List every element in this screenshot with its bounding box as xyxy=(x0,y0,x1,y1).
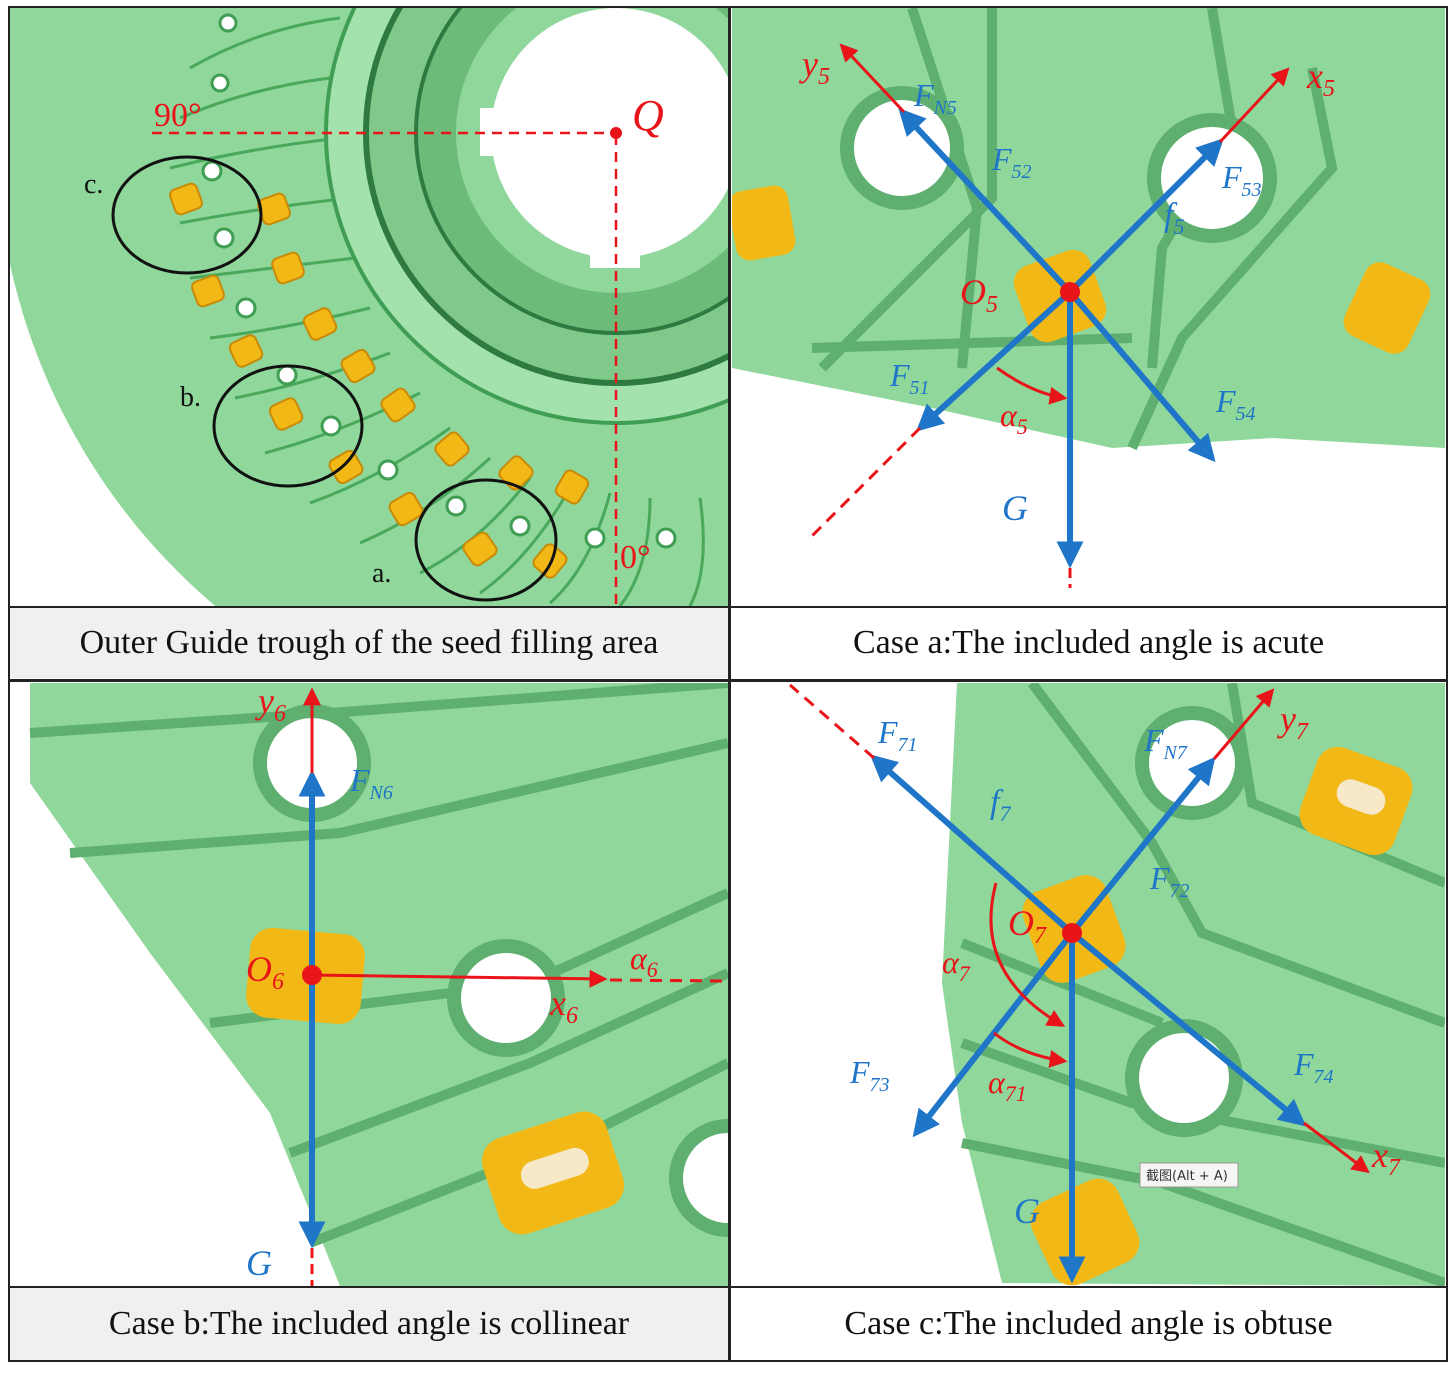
label-alpha71: α71 xyxy=(988,1064,1027,1106)
label-x5: x5 xyxy=(1306,56,1335,102)
label-x7: x7 xyxy=(1371,1135,1401,1181)
label-g: G xyxy=(246,1243,272,1283)
center-point-q xyxy=(610,127,622,139)
grid-divider-h3 xyxy=(8,1286,1448,1288)
force-arrows xyxy=(898,108,1224,569)
origin-point-o5 xyxy=(1060,282,1080,302)
label-f52: F52 xyxy=(991,141,1032,183)
label-f72: F72 xyxy=(1149,860,1190,902)
axis-y7 xyxy=(1212,688,1275,760)
circle-c xyxy=(111,155,263,275)
force-f71-arrow xyxy=(869,754,1074,936)
center-label-q: Q xyxy=(632,91,664,140)
label-f54: F54 xyxy=(1215,383,1256,425)
origin-point-o7 xyxy=(1062,923,1082,943)
seeds xyxy=(169,182,590,579)
label-fn5: FN5 xyxy=(913,77,957,119)
panel-case-a: y5 x5 FN5 F52 F53 f5 O5 F51 α5 F54 G xyxy=(732,8,1445,606)
label-f53: F53 xyxy=(1221,159,1262,201)
angle-arc-alpha5 xyxy=(996,366,1068,405)
angle-arc-alpha7 xyxy=(989,882,1066,1027)
label-alpha5: α5 xyxy=(1000,397,1028,439)
circle-a-label: a. xyxy=(372,558,391,589)
label-f74: F74 xyxy=(1293,1046,1334,1088)
label-y5: y5 xyxy=(799,44,830,90)
label-g: G xyxy=(1014,1191,1040,1231)
label-o7: O7 xyxy=(1008,903,1047,949)
force-f74-arrow xyxy=(1070,930,1307,1127)
reference-lines xyxy=(152,131,618,606)
screenshot-tooltip: 截图(Alt + A) xyxy=(1139,1162,1239,1188)
tooltip-text: 截图(Alt + A) xyxy=(1146,1169,1228,1184)
panel-case-b: y6 FN6 O6 x6 α6 G xyxy=(10,683,728,1286)
label-fn6: FN6 xyxy=(349,762,393,804)
highlight-circles xyxy=(111,155,558,602)
caption-case-c: Case c:The included angle is obtuse xyxy=(732,1288,1445,1360)
panel-overview: Q 90° 0° c. b. a. xyxy=(10,8,728,606)
caption-overview: Outer Guide trough of the seed filling a… xyxy=(10,608,728,678)
force-f51-arrow xyxy=(915,289,1073,432)
label-x6: x6 xyxy=(549,983,578,1029)
label-f73: F73 xyxy=(849,1054,890,1096)
circle-b-label: b. xyxy=(180,382,201,413)
force-fn7-arrow xyxy=(1069,756,1216,935)
axis-lines xyxy=(789,683,1370,1174)
seed-plate xyxy=(10,8,728,606)
label-alpha7: α7 xyxy=(942,944,971,986)
axis-y5 xyxy=(839,43,906,114)
angle-90-label: 90° xyxy=(154,97,202,134)
circle-b xyxy=(212,364,364,488)
case-a-diagram: y5 x5 FN5 F52 F53 f5 O5 F51 α5 F54 G xyxy=(732,8,1445,588)
panel-case-c: F71 FN7 y7 f7 F72 O7 α7 F73 α71 F74 x7 G… xyxy=(732,683,1445,1286)
grid-divider-h1 xyxy=(8,606,1448,608)
label-o6: O6 xyxy=(246,949,284,995)
origin-point-o6 xyxy=(302,965,322,985)
plate-section xyxy=(29,683,728,1286)
circle-a xyxy=(414,478,558,602)
force-f53-arrow xyxy=(1067,138,1224,295)
label-alpha6: α6 xyxy=(630,940,658,982)
plate-section xyxy=(732,8,1445,451)
label-f71: F71 xyxy=(877,714,918,756)
axis-x5 xyxy=(1218,67,1290,144)
grid-divider-h2 xyxy=(8,679,1448,682)
caption-case-a: Case a:The included angle is acute xyxy=(732,608,1445,678)
label-o5: O5 xyxy=(960,272,998,318)
label-f51: F51 xyxy=(889,357,930,399)
circle-c-label: c. xyxy=(84,169,103,200)
label-fn7: FN7 xyxy=(1143,722,1188,764)
label-y7: y7 xyxy=(1277,699,1309,745)
overview-diagram: Q 90° 0° c. b. a. xyxy=(10,8,728,606)
case-c-diagram: F71 FN7 y7 f7 F72 O7 α7 F73 α71 F74 x7 G… xyxy=(789,683,1445,1286)
angle-0-label: 0° xyxy=(620,539,651,576)
label-y6: y6 xyxy=(255,683,286,727)
case-b-diagram: y6 FN6 O6 x6 α6 G xyxy=(29,683,728,1286)
axis-x6 xyxy=(311,969,608,988)
axis-x7 xyxy=(1303,1121,1370,1174)
force-fn5-arrow xyxy=(898,108,1073,295)
axis-lines xyxy=(303,687,728,1286)
caption-case-b: Case b:The included angle is collinear xyxy=(10,1288,728,1360)
label-g: G xyxy=(1002,488,1028,528)
grid-divider-vertical xyxy=(728,6,731,1362)
force-f54-arrow xyxy=(1067,290,1216,463)
axis-lines xyxy=(808,43,1290,588)
angle-arc-alpha71 xyxy=(993,1031,1068,1068)
